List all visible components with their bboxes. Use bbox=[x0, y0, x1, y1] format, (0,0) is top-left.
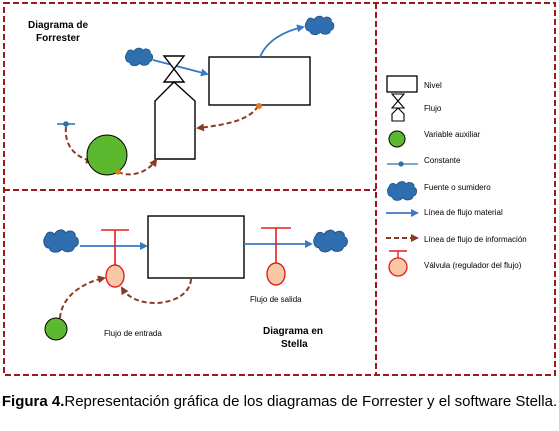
caption-label: Figura 4. bbox=[1, 393, 65, 410]
legend-level-symbol bbox=[386, 75, 418, 93]
forrester-source-cloud bbox=[125, 47, 154, 67]
stella-stock-box bbox=[147, 215, 245, 279]
stella-info-line-stock bbox=[120, 278, 192, 304]
forrester-flow-valve bbox=[154, 55, 196, 160]
figure-caption: Figura 4.Representación gráfica de los d… bbox=[0, 392, 559, 411]
legend-valve-symbol bbox=[388, 250, 408, 277]
forrester-info-line-aux bbox=[117, 158, 158, 176]
diagram-frame bbox=[3, 2, 556, 376]
forrester-aux-info-dot bbox=[115, 169, 121, 175]
legend-auxiliary-symbol bbox=[388, 130, 406, 148]
stella-sink-cloud bbox=[313, 229, 348, 253]
stella-info-line-converter bbox=[59, 275, 106, 319]
forrester-info-line-level bbox=[196, 105, 259, 132]
legend: Nivel Flujo Variable auxiliar Constante … bbox=[386, 75, 527, 277]
legend-label-linea-flujo-informacion: Línea de flujo de información bbox=[424, 235, 527, 244]
legend-label-flujo: Flujo bbox=[424, 104, 442, 113]
legend-label-valvula: Válvula (regulador del flujo) bbox=[424, 261, 522, 270]
stella-source-cloud bbox=[43, 229, 79, 253]
stella-outflow-label: Flujo de salida bbox=[250, 295, 302, 304]
legend-label-constante: Constante bbox=[424, 156, 461, 165]
stella-inflow-valve bbox=[101, 229, 129, 288]
stella-converter bbox=[44, 317, 68, 341]
legend-label-fuente-sumidero: Fuente o sumidero bbox=[424, 183, 491, 192]
legend-flow-symbol bbox=[390, 93, 406, 122]
forrester-constant bbox=[57, 121, 75, 127]
forrester-info-dot bbox=[256, 103, 262, 109]
legend-constant-symbol bbox=[387, 161, 418, 167]
caption-text: Representación gráfica de los diagramas … bbox=[64, 393, 558, 410]
forrester-sink-cloud bbox=[304, 15, 335, 36]
stella-title-line2: Stella bbox=[281, 339, 308, 350]
forrester-title-line2: Forrester bbox=[36, 33, 80, 44]
legend-label-variable-auxiliar: Variable auxiliar bbox=[424, 130, 481, 139]
forrester-material-flow-out bbox=[259, 24, 305, 58]
forrester-title-line1: Diagrama de bbox=[28, 20, 88, 31]
legend-label-nivel: Nivel bbox=[424, 81, 442, 90]
stella-inflow-label: Flujo de entrada bbox=[104, 329, 162, 338]
stella-outflow-valve bbox=[261, 227, 291, 286]
legend-label-linea-flujo-material: Línea de flujo material bbox=[424, 208, 503, 217]
legend-cloud-symbol bbox=[387, 181, 418, 201]
stella-title-line1: Diagrama en bbox=[263, 326, 323, 337]
forrester-auxiliary-variable bbox=[86, 134, 128, 176]
forrester-material-flow-in bbox=[152, 59, 209, 77]
forrester-level-box bbox=[208, 56, 311, 106]
